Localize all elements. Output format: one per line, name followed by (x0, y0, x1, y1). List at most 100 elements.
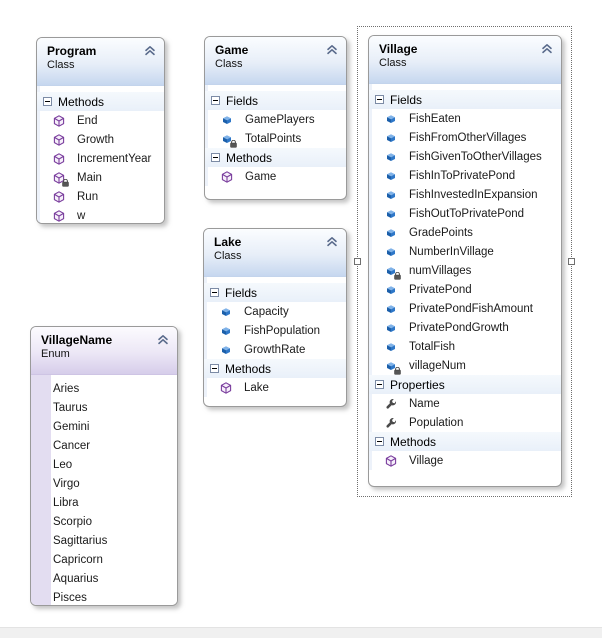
member-row[interactable]: NumberInVillage (369, 242, 561, 261)
enum-value-row[interactable]: Taurus (31, 398, 177, 417)
enum-value-label: Pisces (53, 591, 87, 604)
member-row[interactable]: Village (369, 451, 561, 470)
enum-value-row[interactable]: Scorpio (31, 512, 177, 531)
member-row[interactable]: TotalFish (369, 337, 561, 356)
chevron-double-up-icon[interactable] (144, 44, 156, 56)
section-label: Fields (390, 92, 423, 107)
enum-value-row[interactable]: Libra (31, 493, 177, 512)
member-label: FishPopulation (244, 324, 321, 337)
collapse-expander-icon[interactable] (375, 95, 384, 104)
member-label: IncrementYear (77, 152, 152, 165)
field-icon (220, 344, 232, 356)
member-row[interactable]: TotalPoints (205, 129, 346, 148)
member-row[interactable]: Lake (204, 378, 346, 397)
class-header[interactable]: Village Class (369, 36, 561, 84)
enum-value-label: Cancer (53, 439, 91, 452)
collapse-expander-icon[interactable] (211, 96, 220, 105)
field-icon (385, 151, 397, 163)
member-row[interactable]: Capacity (204, 302, 346, 321)
member-row[interactable]: Name (369, 394, 561, 413)
collapse-expander-icon[interactable] (375, 380, 384, 389)
chevron-double-up-icon[interactable] (157, 333, 169, 345)
member-label: villageNum (409, 359, 466, 372)
collapse-expander-icon[interactable] (210, 288, 219, 297)
enum-value-row[interactable]: Cancer (31, 436, 177, 455)
member-label: Game (245, 170, 277, 183)
section-header-fields[interactable]: Fields (369, 90, 561, 109)
enum-value-row[interactable]: Sagittarius (31, 531, 177, 550)
class-kind-label: Class (214, 250, 242, 262)
member-row[interactable]: Main (37, 168, 164, 187)
enum-header[interactable]: VillageName Enum (31, 327, 177, 375)
member-row[interactable]: Growth (37, 130, 164, 149)
member-row[interactable]: Population (369, 413, 561, 432)
class-header[interactable]: Lake Class (204, 229, 346, 277)
collapse-expander-icon[interactable] (375, 437, 384, 446)
chevron-double-up-icon[interactable] (541, 42, 553, 54)
section-header-fields[interactable]: Fields (205, 91, 346, 110)
method-icon (221, 170, 233, 183)
enum-value-row[interactable]: Pisces (31, 588, 177, 605)
member-row[interactable]: FishEaten (369, 109, 561, 128)
member-row[interactable]: Run (37, 187, 164, 206)
member-row[interactable]: PrivatePondFishAmount (369, 299, 561, 318)
enum-value-row[interactable]: Capricorn (31, 550, 177, 569)
member-row[interactable]: FishInvestedInExpansion (369, 185, 561, 204)
member-row[interactable]: PrivatePond (369, 280, 561, 299)
member-row[interactable]: PrivatePondGrowth (369, 318, 561, 337)
member-row[interactable]: GrowthRate (204, 340, 346, 359)
member-row[interactable]: GamePlayers (205, 110, 346, 129)
section-header-methods[interactable]: Methods (205, 148, 346, 167)
enum-value-row[interactable]: Aquarius (31, 569, 177, 588)
member-row[interactable]: FishGivenToOtherVillages (369, 147, 561, 166)
field-icon (385, 227, 397, 239)
member-row[interactable]: Game (205, 167, 346, 186)
member-row[interactable]: numVillages (369, 261, 561, 280)
canvas-bottom-scroll-area[interactable] (0, 627, 602, 638)
field-icon (385, 132, 397, 144)
member-row[interactable]: FishInToPrivatePond (369, 166, 561, 185)
member-label: FishGivenToOtherVillages (409, 150, 542, 163)
resize-handle-left[interactable] (354, 257, 361, 265)
enum-value-label: Aries (53, 382, 80, 395)
section-header-methods[interactable]: Methods (204, 359, 346, 378)
resize-handle-right[interactable] (568, 257, 575, 265)
chevron-double-up-icon[interactable] (326, 235, 338, 247)
class-header[interactable]: Program Class (37, 38, 164, 86)
collapse-expander-icon[interactable] (43, 97, 52, 106)
chevron-double-up-icon[interactable] (326, 43, 338, 55)
class-title: Lake (214, 235, 242, 249)
member-row[interactable]: FishPopulation (204, 321, 346, 340)
collapse-expander-icon[interactable] (211, 153, 220, 162)
selection-rectangle (354, 26, 575, 497)
member-row[interactable]: End (37, 111, 164, 130)
enum-value-row[interactable]: Aries (31, 379, 177, 398)
member-label: numVillages (409, 264, 472, 277)
section-header-properties[interactable]: Properties (369, 375, 561, 394)
enum-value-row[interactable]: Gemini (31, 417, 177, 436)
section-header-methods[interactable]: Methods (37, 92, 164, 111)
member-label: Capacity (244, 305, 289, 318)
member-label: Main (77, 171, 102, 184)
member-row[interactable]: villageNum (369, 356, 561, 375)
member-row[interactable]: FishFromOtherVillages (369, 128, 561, 147)
member-row[interactable]: IncrementYear (37, 149, 164, 168)
section-label: Methods (226, 150, 273, 165)
enum-value-row[interactable]: Leo (31, 455, 177, 474)
member-row[interactable]: FishOutToPrivatePond (369, 204, 561, 223)
section-header-fields[interactable]: Fields (204, 283, 346, 302)
collapse-expander-icon[interactable] (210, 364, 219, 373)
enum-value-row[interactable]: Virgo (31, 474, 177, 493)
member-row[interactable]: GradePoints (369, 223, 561, 242)
section-header-methods[interactable]: Methods (369, 432, 561, 451)
member-row[interactable]: w (37, 206, 164, 223)
section-label: Fields (225, 285, 258, 300)
class-header[interactable]: Game Class (205, 37, 346, 85)
member-label: FishOutToPrivatePond (409, 207, 525, 220)
member-label: Population (409, 416, 464, 429)
